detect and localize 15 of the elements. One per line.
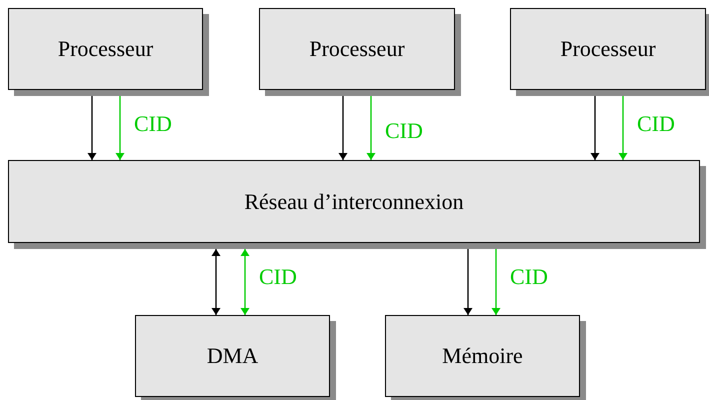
arrow [492,249,500,315]
arrow [464,249,472,315]
box-label: Processeur [560,36,656,62]
edge-label: CID [385,120,423,142]
box-label: Réseau d’interconnexion [244,188,464,214]
arrow [212,249,220,315]
edge-label: CID [510,266,548,288]
box-label: DMA [206,343,258,369]
edge-label: CID [134,113,172,135]
box-label: Processeur [58,36,154,62]
box-label: Mémoire [442,343,523,369]
edge-label: CID [259,266,297,288]
arrow [242,249,248,315]
box-label: Processeur [309,36,405,62]
edge-label: CID [637,113,675,135]
